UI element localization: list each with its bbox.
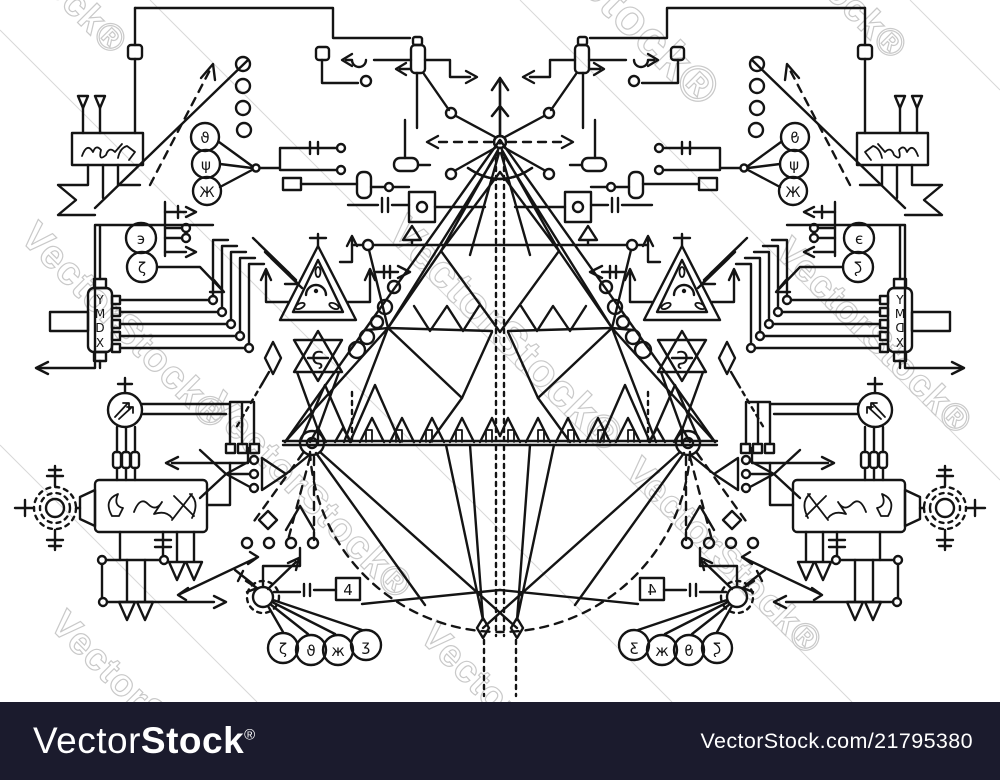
box-glyph-squiggle [117,145,136,161]
terminal-square [314,45,331,62]
artwork-svg: VectorStock® VectorStock® VectorStock® V… [0,0,1000,702]
target-crosshair [13,464,82,552]
watermark-lines [0,0,1000,702]
transistor-assembly [314,35,479,130]
svg-text:э: э [137,230,145,248]
svg-text:Y: Y [95,293,104,307]
chip-plug [48,310,90,333]
image-url-text: VectorStock.com/21795380 [700,728,973,753]
dashed-arrow-up-right [148,68,212,187]
logo-stock-text: Stock [140,720,245,761]
svg-text:M: M [95,307,105,321]
glyph-circle-icon [191,175,223,207]
capacitor-arrow [374,264,412,280]
arrows-circle-icon [106,391,144,429]
svg-text:ϑ: ϑ [306,642,315,660]
eye-icon [304,283,328,297]
svg-text:ζ: ζ [279,640,287,658]
logo-vector-text: Vector [33,720,141,761]
mid-wiring-cluster [281,118,487,280]
svg-text:X: X [96,336,104,350]
kite-diamond [263,340,283,376]
vectorstock-logo: VectorStock® [33,720,256,762]
watermark-text: VectorStock® [617,450,830,663]
glyph-circle-fan: ϑ ψ Ж [189,121,347,207]
bottom-fan-node: ζ ϑ ж ʒ 4 [233,536,383,667]
glyph-circle-icon [349,628,383,662]
glyph-circle-icon [266,631,300,665]
svg-text:ϑ: ϑ [200,129,209,147]
ground-symbols [96,530,228,622]
watermark-text: VectorStock® [702,0,915,68]
watermark-layer: VectorStock® VectorStock® VectorStock® V… [0,0,981,702]
box-glyph-squiggle [81,143,123,159]
left-connector-fan [164,446,316,602]
registered-mark: ® [244,726,256,744]
footer-bar: VectorStock® VectorStock.com/21795380 [0,702,1000,780]
antenna-box-assembly [56,6,412,217]
glyph-circle-icon [294,633,328,667]
watermark-text: VectorStock® [453,0,732,117]
watermark-text: VectorStock® [412,615,625,702]
watermark-text: VectorStock® [42,603,255,702]
relay-box [334,576,362,602]
chip-and-bus: Y M D X [34,223,304,376]
box-glyph-squiggle [133,500,173,519]
central-triangle [281,138,502,447]
dot-column [234,55,253,139]
glyph-box-assembly [78,376,232,534]
ring-node [224,400,326,457]
svg-text:ζ: ζ [138,259,146,277]
svg-text:ʒ: ʒ [362,637,371,655]
terminal-square [126,43,144,61]
svg-text:D: D [95,321,104,335]
svg-text:ж: ж [331,642,345,660]
dashed-circle [250,443,519,698]
svg-text:ψ: ψ [201,156,211,174]
connector-column: э ζ [124,200,226,294]
box-glyph-squiggle [107,493,124,517]
svg-text:Ж: Ж [199,185,214,201]
eye-triangle-emblem [259,232,377,322]
box-glyph-squiggle [171,493,197,521]
svg-text:4: 4 [343,581,353,599]
svg-text:ς: ς [311,342,325,370]
watermark-text: VectorStock® [0,0,135,63]
